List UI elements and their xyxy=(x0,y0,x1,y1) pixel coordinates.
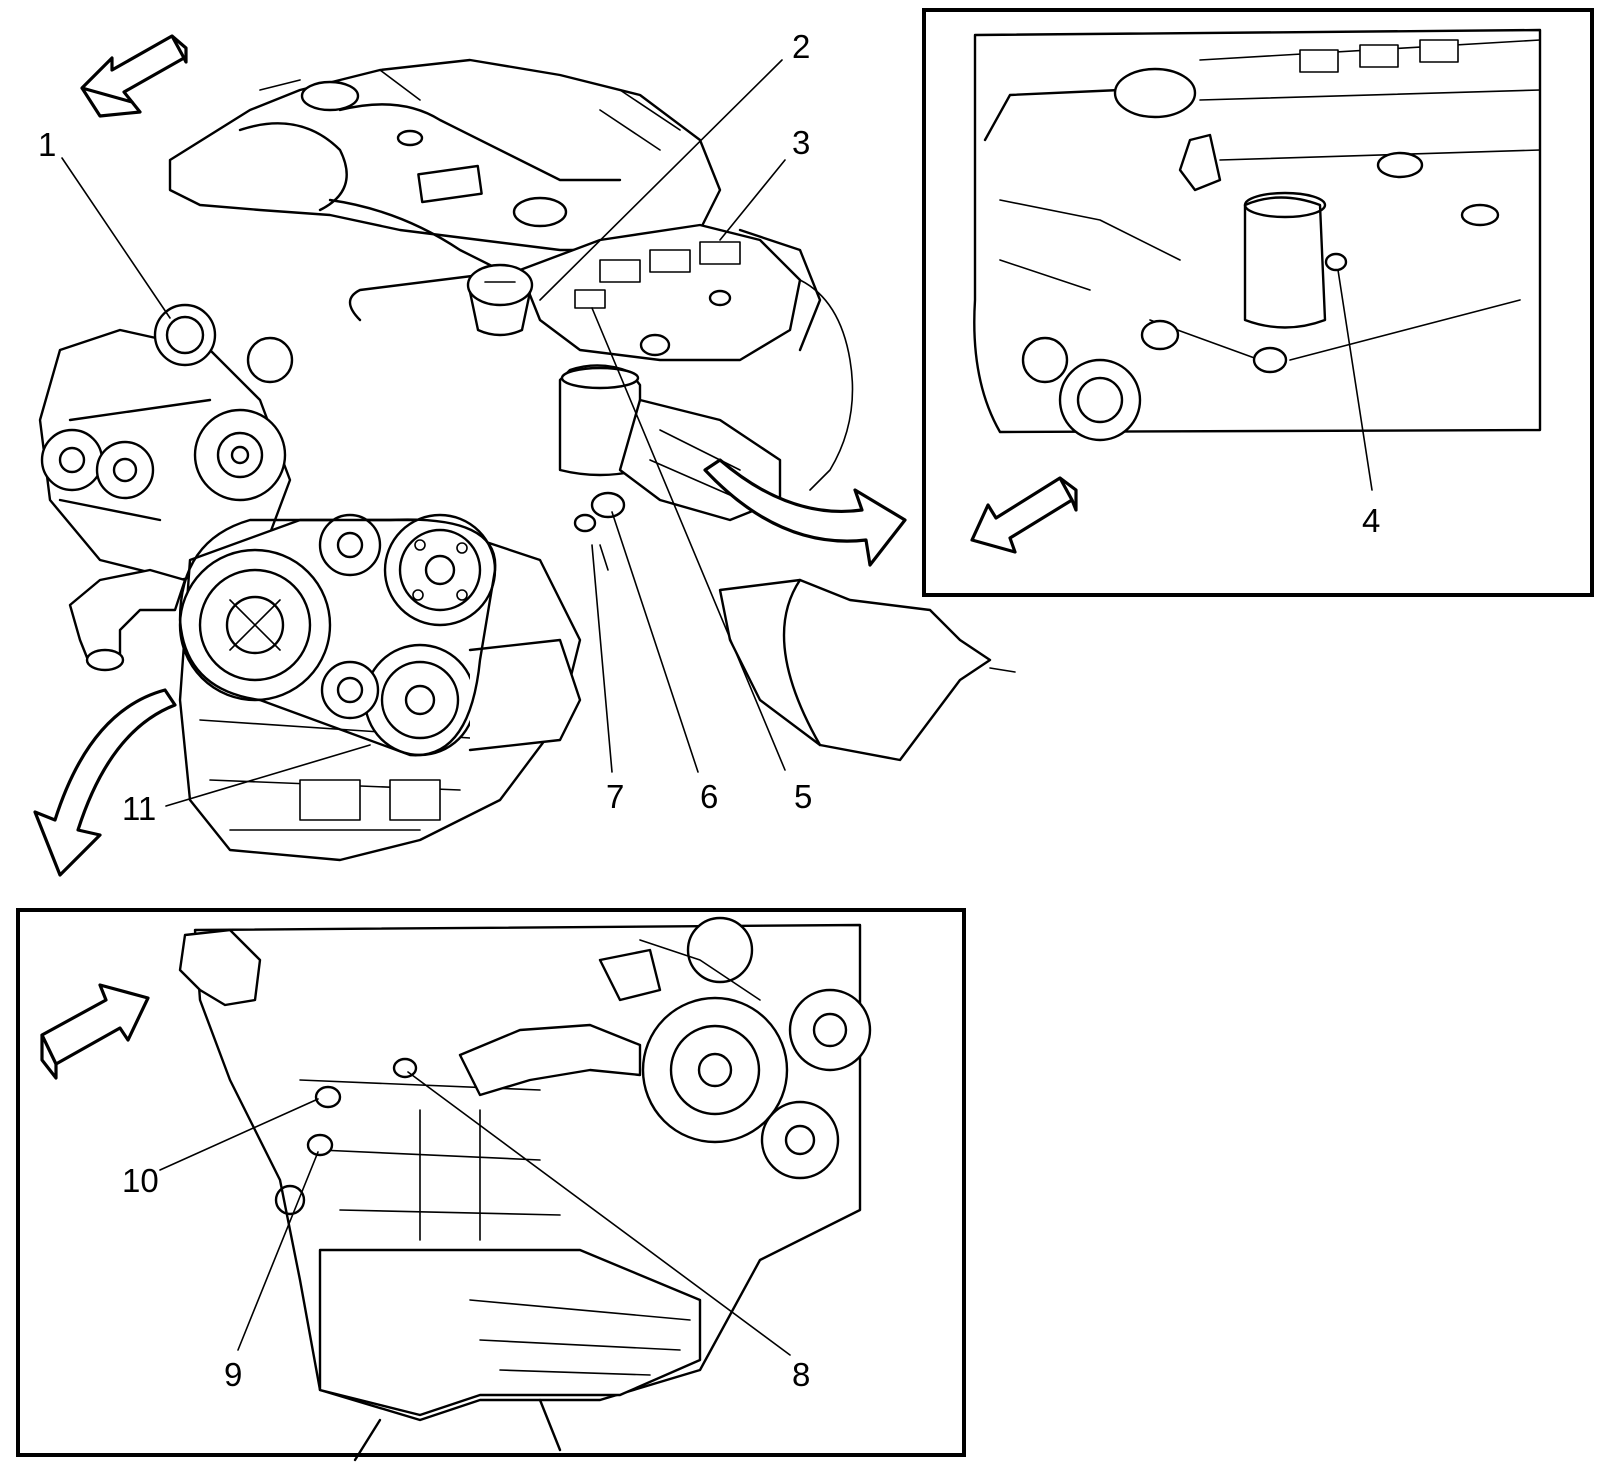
detail-view-arrow-icon xyxy=(703,458,907,567)
sensor-6 xyxy=(573,491,626,571)
intake-manifold xyxy=(168,58,722,322)
callout-3: 3 xyxy=(792,124,810,161)
detail-view-arrow-icon xyxy=(33,688,177,877)
sensor-9 xyxy=(306,1133,334,1157)
crankshaft-pulley xyxy=(178,548,332,702)
callout-leader-4 xyxy=(1337,269,1373,491)
front-direction-arrow-icon xyxy=(970,476,1078,554)
coolant-pipe xyxy=(68,568,187,672)
callout-2: 2 xyxy=(792,28,810,65)
front-direction-arrow-icon xyxy=(40,983,150,1080)
callout-7: 7 xyxy=(606,778,624,815)
detail-view-bottom: 10 9 8 xyxy=(16,908,966,1462)
ac-compressor xyxy=(320,638,582,757)
catalytic-converter xyxy=(718,578,1016,762)
callout-4: 4 xyxy=(1362,502,1380,539)
oil-filler-cap xyxy=(466,263,534,337)
main-engine-view: 1 2 3 5 6 7 11 xyxy=(33,28,1016,877)
callout-10: 10 xyxy=(122,1162,159,1199)
detail-top-engine-artwork xyxy=(973,28,1542,442)
serpentine-belt xyxy=(178,518,497,757)
callout-9: 9 xyxy=(224,1356,242,1393)
callout-1: 1 xyxy=(38,126,56,163)
callout-8: 8 xyxy=(792,1356,810,1393)
callout-leaders xyxy=(61,59,786,807)
callout-6: 6 xyxy=(700,778,718,815)
callout-11: 11 xyxy=(122,790,156,827)
detail-view-top-right: 4 xyxy=(922,8,1594,597)
valve-cover xyxy=(518,223,854,491)
sensor-8 xyxy=(392,1057,418,1079)
front-direction-arrow-icon xyxy=(80,34,188,118)
callout-5: 5 xyxy=(794,778,812,815)
callout-leaders-bottom xyxy=(159,1071,791,1356)
sensor-10 xyxy=(314,1085,342,1109)
detail-bottom-engine-artwork xyxy=(178,916,872,1462)
